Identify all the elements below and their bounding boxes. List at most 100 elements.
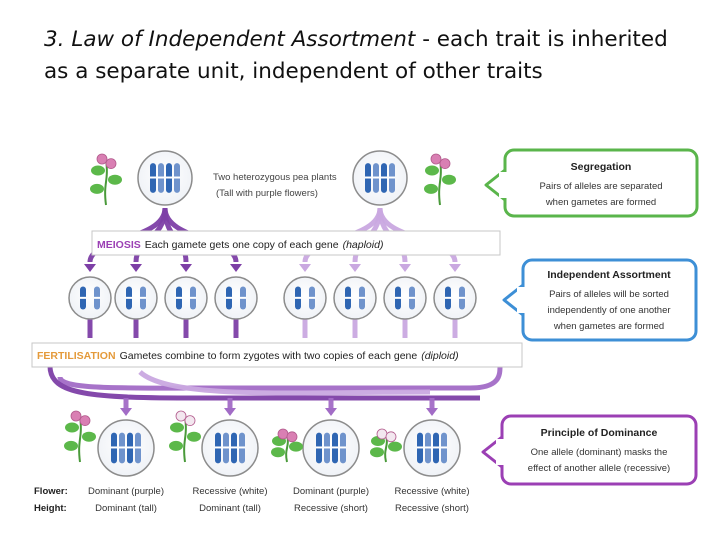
- parents-label-line1: Two heterozygous pea plants: [213, 172, 337, 183]
- arrowhead-right-gamete-4: [449, 264, 461, 272]
- offspring-plant-1-flower-2: [79, 415, 91, 427]
- offspring-cell-1: [97, 419, 155, 477]
- offspring-cell-1-chromosome-1-band: [111, 446, 117, 449]
- parent-cell-right-chromosome-3-band: [381, 176, 387, 179]
- offspring-plant-2-leaf-1: [169, 440, 183, 451]
- offspring-cell-2-chromosome-4-band: [239, 446, 245, 449]
- parent-plant-left-leaf-3: [91, 165, 105, 176]
- offspring-plant-2-leaf-3: [170, 422, 184, 433]
- dominance-line-2: effect of another allele (recessive): [528, 463, 670, 474]
- gamete-cell-6-chromosome-2-band: [359, 296, 365, 299]
- gamete-cell-6: [333, 276, 377, 320]
- flower-row-label: Flower:: [34, 486, 68, 497]
- parent-cell-left-chromosome-2-band: [158, 176, 164, 179]
- mixing-band-lower: [47, 365, 480, 401]
- offspring-4-flower: Recessive (white): [395, 486, 470, 497]
- gamete-cell-2: [114, 276, 158, 320]
- parent-cell-left-chromosome-4-band: [174, 176, 180, 179]
- offspring-labels: Dominant (purple) Dominant (tall) Recess…: [88, 486, 470, 514]
- gamete-cell-3: [164, 276, 208, 320]
- gamete-cell-6-membrane: [333, 276, 377, 320]
- offspring-1-height: Dominant (tall): [95, 503, 157, 514]
- offspring-cell-1-membrane: [97, 419, 155, 477]
- offspring-cell-2: [201, 419, 259, 477]
- gamete-cell-2-chromosome-2-band: [140, 296, 146, 299]
- arrowhead-left-gamete-3: [180, 264, 192, 272]
- gamete-cell-4-membrane: [214, 276, 258, 320]
- meiosis-band-background: [91, 230, 501, 256]
- gamete-cell-1: [68, 276, 112, 320]
- offspring-cell-2-membrane: [201, 419, 259, 477]
- gamete-cell-5: [283, 276, 327, 320]
- gamete-cell-8-chromosome-2-band: [459, 296, 465, 299]
- offspring-cell-1-chromosome-2-band: [119, 446, 125, 449]
- height-row-label: Height:: [34, 503, 67, 514]
- arrowhead-left-gamete-4: [230, 264, 242, 272]
- offspring-3-height: Recessive (short): [294, 503, 368, 514]
- offspring-cell-3: [302, 419, 360, 477]
- offspring-plant-1-leaf-1: [64, 440, 78, 451]
- parents-label-line2: (Tall with purple flowers): [216, 188, 318, 199]
- offspring-plant-3-flower-2: [286, 431, 298, 443]
- gamete-cell-3-chromosome-2-band: [190, 296, 196, 299]
- offspring-cell-1-chromosome-4-band: [135, 446, 141, 449]
- offspring-plant-1-leaf-2: [82, 431, 96, 442]
- gamete-cell-3-chromosome-1-band: [176, 296, 182, 299]
- slide-title: 3. Law of Independent Assortment - each …: [44, 24, 694, 88]
- gamete-cell-7: [383, 276, 427, 320]
- parent-cell-right-chromosome-2-band: [373, 176, 379, 179]
- gamete-cell-1-chromosome-2-band: [94, 296, 100, 299]
- arrowhead-left-gamete-2: [130, 264, 142, 272]
- offspring-cell-2-chromosome-3-band: [231, 446, 237, 449]
- offspring-cell-2-chromosome-1-band: [215, 446, 221, 449]
- offspring-plant-3: [271, 428, 303, 463]
- parent-cell-left-chromosome-3-band: [166, 176, 172, 179]
- gamete-cell-7-chromosome-2-band: [409, 296, 415, 299]
- gamete-cell-5-chromosome-2-band: [309, 296, 315, 299]
- offspring-2-height: Dominant (tall): [199, 503, 261, 514]
- parent-plant-right-flower-2: [439, 158, 451, 170]
- arrowhead-right-gamete-3: [399, 264, 411, 272]
- meiosis-keyword: MEIOSIS: [97, 239, 141, 251]
- parent-cell-left-chromosome-1-band: [150, 176, 156, 179]
- offspring-cell-4-chromosome-2-band: [425, 446, 431, 449]
- offspring-cell-3-chromosome-1-band: [316, 446, 322, 449]
- offspring-plant-2-flower-1: [175, 410, 187, 422]
- offspring-cell-3-membrane: [302, 419, 360, 477]
- cells: [68, 150, 477, 477]
- fertilisation-description: Gametes combine to form zygotes with two…: [120, 350, 418, 362]
- parents-label: Two heterozygous pea plants (Tall with p…: [213, 172, 339, 199]
- offspring-plant-2: [169, 410, 201, 463]
- parent-cell-right: [352, 150, 408, 206]
- gamete-cell-5-membrane: [283, 276, 327, 320]
- gamete-cell-5-chromosome-1-band: [295, 296, 301, 299]
- gamete-cell-8: [433, 276, 477, 320]
- offspring-cell-2-chromosome-2-band: [223, 446, 229, 449]
- arrowhead-offspring-1: [120, 408, 132, 416]
- arrowhead-right-gamete-2: [349, 264, 361, 272]
- arrowhead-offspring-2: [224, 408, 236, 416]
- parent-plant-left-leaf-2: [108, 174, 122, 185]
- parent-plant-right-leaf-2: [442, 174, 456, 185]
- fertilisation-band: FERTILISATION Gametes combine to form zyg…: [31, 342, 523, 368]
- offspring-plant-3-leaf-2: [289, 441, 303, 452]
- fertilisation-keyword: FERTILISATION: [37, 350, 116, 362]
- offspring-3-flower: Dominant (purple): [293, 486, 369, 497]
- offspring-cell-4-chromosome-3-band: [433, 446, 439, 449]
- gamete-cell-2-membrane: [114, 276, 158, 320]
- pea-plants: [64, 153, 456, 463]
- offspring-plant-4-leaf-2: [388, 441, 402, 452]
- parent-plant-right: [424, 153, 456, 206]
- gamete-cell-4-chromosome-1-band: [226, 296, 232, 299]
- offspring-plant-1: [64, 410, 96, 463]
- offspring-plant-3-flower-1: [277, 428, 289, 440]
- arrowhead-left-gamete-1: [84, 264, 96, 272]
- parent-plant-right-leaf-3: [425, 165, 439, 176]
- parent-plant-left-flower-1: [96, 153, 108, 165]
- offspring-cell-4-chromosome-1-band: [417, 446, 423, 449]
- arrowhead-offspring-4: [426, 408, 438, 416]
- offspring-cell-4: [403, 419, 461, 477]
- gamete-cell-1-chromosome-1-band: [80, 296, 86, 299]
